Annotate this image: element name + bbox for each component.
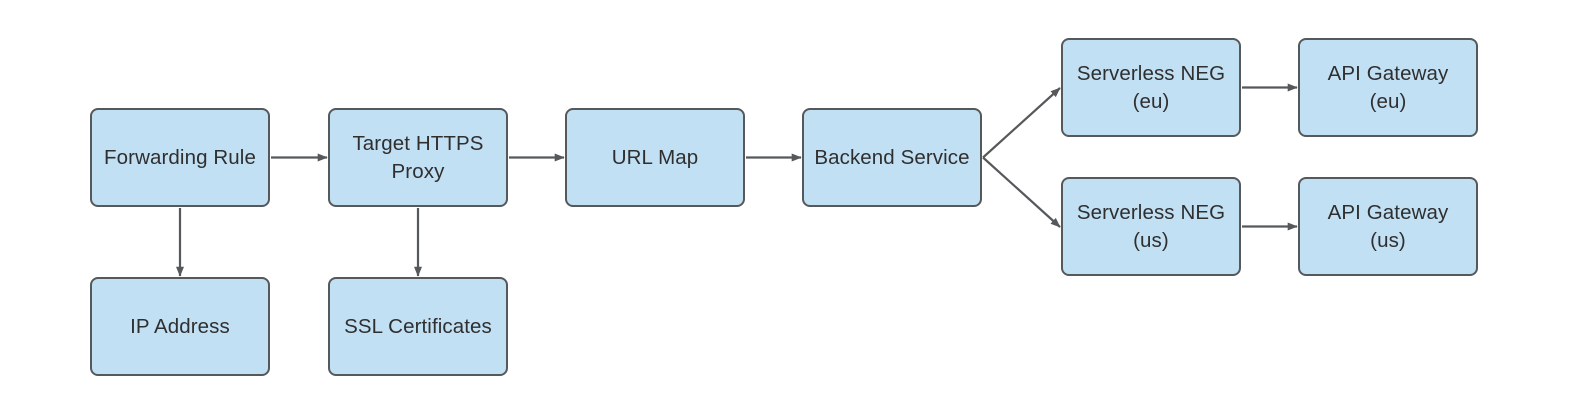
- node-api-gateway-us-label: API Gateway (us): [1327, 201, 1449, 252]
- node-backend-service[interactable]: Backend Service: [802, 108, 982, 207]
- node-api-gateway-eu-label: API Gateway (eu): [1327, 62, 1449, 113]
- node-serverless-neg-us[interactable]: Serverless NEG (us): [1061, 177, 1241, 276]
- node-serverless-neg-eu[interactable]: Serverless NEG (eu): [1061, 38, 1241, 137]
- node-serverless-neg-eu-label: Serverless NEG (eu): [1076, 62, 1226, 113]
- node-ssl-certificates-label: SSL Certificates: [344, 314, 492, 338]
- node-url-map[interactable]: URL Map: [565, 108, 745, 207]
- node-url-map-label: URL Map: [611, 145, 699, 169]
- node-forwarding-rule[interactable]: Forwarding Rule: [90, 108, 270, 207]
- node-ip-address[interactable]: IP Address: [90, 277, 270, 376]
- edge-backend-service-to-serverless-neg-eu: [982, 87, 1061, 159]
- node-target-https-proxy[interactable]: Target HTTPS Proxy: [328, 108, 508, 207]
- node-api-gateway-us[interactable]: API Gateway (us): [1298, 177, 1478, 276]
- node-ssl-certificates[interactable]: SSL Certificates: [328, 277, 508, 376]
- node-target-https-proxy-label: Target HTTPS Proxy: [352, 132, 484, 183]
- node-forwarding-rule-label: Forwarding Rule: [104, 145, 256, 169]
- node-api-gateway-eu[interactable]: API Gateway (eu): [1298, 38, 1478, 137]
- node-serverless-neg-us-label: Serverless NEG (us): [1076, 201, 1226, 252]
- node-ip-address-label: IP Address: [130, 314, 230, 338]
- edge-backend-service-to-serverless-neg-us: [982, 156, 1061, 228]
- node-backend-service-label: Backend Service: [814, 145, 970, 169]
